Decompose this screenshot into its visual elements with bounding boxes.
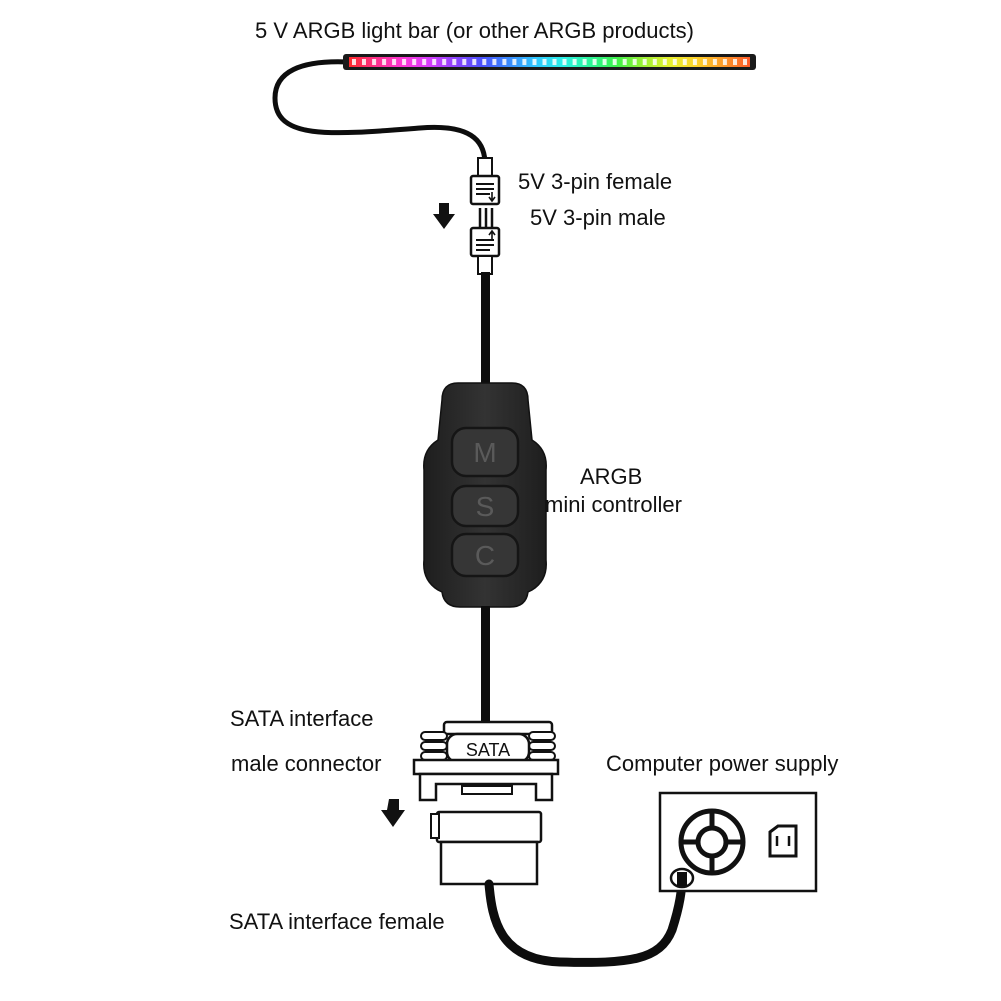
controller-button-label: C [475,540,495,571]
led-chip [682,59,687,65]
sata-male-label-line2: male connector [231,751,382,776]
led-chip [382,59,387,65]
led-chip [452,59,457,65]
led-chip [733,59,737,65]
led-chip [672,59,677,65]
led-chip [442,59,447,65]
led-chip [572,59,577,65]
led-chip [702,59,707,65]
argb-light-bar [343,54,756,70]
power-socket-icon [768,824,798,858]
controller-button-m[interactable]: M [450,426,520,478]
led-chip [662,59,667,65]
controller-button-c[interactable]: C [450,532,520,578]
led-chip [722,59,727,65]
cable-sata-to-psu [484,871,687,967]
computer-power-supply [658,791,818,893]
led-chip [642,59,647,65]
led-chip [552,59,557,65]
led-chip [482,59,487,65]
led-chip [692,59,697,65]
led-chip [412,59,417,65]
led-chip [532,59,537,65]
led-chip [562,59,567,65]
led-chip [372,59,377,65]
female-3pin-label: 5V 3-pin female [518,169,673,194]
led-chip [602,59,607,65]
led-chip [402,59,407,65]
led-chip [352,59,356,65]
led-chip [743,59,747,65]
sata-male-label-line1: SATA interface [230,706,374,731]
power-supply-label: Computer power supply [606,751,839,776]
psu-cable-grommet [669,867,695,889]
led-chip [512,59,517,65]
controller-label-line2: mini controller [545,492,682,517]
sata-plug-label: SATA [466,740,510,760]
led-chip [622,59,627,65]
led-chip [472,59,477,65]
controller-button-label: M [473,437,496,468]
led-chip [632,59,637,65]
argb-mini-controller: MSC [423,382,547,608]
cable-3pin-to-controller [481,272,490,387]
led-chip [712,59,717,65]
led-chip [392,59,397,65]
led-chip [612,59,617,65]
3pin-pins [478,208,494,228]
down-arrow-3pin [433,203,455,229]
controller-label-line1: ARGB [580,464,643,489]
controller-button-s[interactable]: S [450,484,520,528]
sata-female-connector [430,810,543,886]
cable-lightbar [272,59,488,165]
led-chip [362,59,366,65]
light-bar-label: 5 V ARGB light bar (or other ARGB produc… [255,18,694,43]
sata-female-label: SATA interface female [229,909,445,934]
sata-male-connector: SATA [412,720,560,802]
3pin-male-connector [469,226,501,275]
led-chip [522,59,527,65]
led-chip [422,59,427,65]
cable-controller-to-sata [481,606,490,724]
led-chip [542,59,547,65]
led-chip [492,59,497,65]
led-chip [502,59,507,65]
male-3pin-label: 5V 3-pin male [530,205,666,230]
led-chip [582,59,587,65]
3pin-female-connector [469,157,501,206]
fan-icon [678,808,746,876]
led-chip [462,59,467,65]
down-arrow-sata [381,799,405,827]
led-glow-band [349,57,750,67]
led-chip [432,59,437,65]
controller-button-label: S [476,491,495,522]
led-chip [652,59,657,65]
led-chip [592,59,597,65]
